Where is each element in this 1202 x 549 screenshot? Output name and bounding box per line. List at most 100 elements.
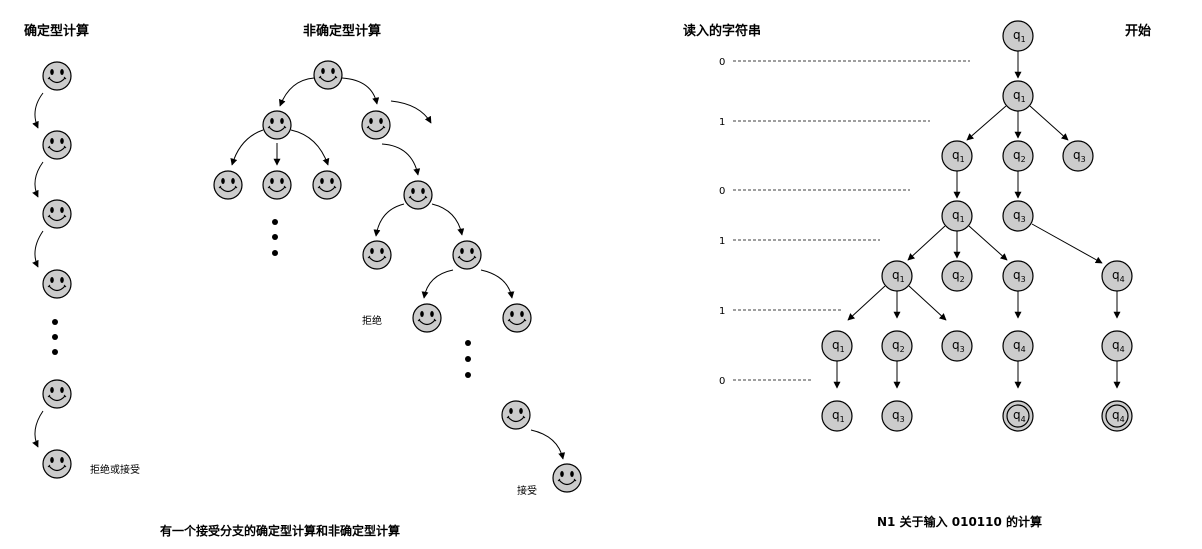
accept-ring bbox=[1105, 404, 1129, 428]
edge bbox=[381, 143, 421, 176]
state-circle bbox=[1002, 260, 1034, 292]
edge bbox=[907, 225, 946, 261]
caption-right: N1 关于输入 010110 的计算 bbox=[877, 514, 1042, 529]
smiley-face-icon bbox=[42, 199, 72, 229]
smiley-face-icon bbox=[42, 61, 72, 91]
ellipsis-dot bbox=[465, 356, 471, 362]
nondeterministic-tree bbox=[213, 60, 582, 493]
state-circle bbox=[1002, 80, 1034, 112]
caption-left: 有一个接受分支的确定型计算和非确定型计算 bbox=[160, 523, 400, 538]
state-circle bbox=[1062, 140, 1094, 172]
smiley-face-icon bbox=[403, 180, 433, 210]
state-subscript: 3 bbox=[1021, 215, 1026, 224]
state-node: q2 bbox=[1002, 140, 1034, 172]
state-subscript: 1 bbox=[960, 215, 965, 224]
input-symbol: 1 bbox=[719, 117, 725, 128]
edge bbox=[847, 285, 886, 321]
input-symbol: 0 bbox=[719, 376, 725, 387]
state-subscript: 1 bbox=[840, 345, 845, 354]
state-subscript: 4 bbox=[1120, 415, 1125, 424]
state-subscript: 1 bbox=[960, 155, 965, 164]
state-circle bbox=[821, 400, 853, 432]
edge bbox=[32, 230, 44, 268]
state-circle bbox=[881, 330, 913, 362]
edge bbox=[230, 129, 264, 166]
state-subscript: 4 bbox=[1021, 415, 1026, 424]
state-node: q3 bbox=[1002, 200, 1034, 232]
state-subscript: 4 bbox=[1120, 275, 1125, 284]
smiley-face-icon bbox=[262, 110, 292, 140]
ellipsis-dot bbox=[465, 340, 471, 346]
state-node: q2 bbox=[881, 330, 913, 362]
input-symbol: 0 bbox=[719, 186, 725, 197]
state-subscript: 2 bbox=[1021, 155, 1026, 164]
input-symbol: 1 bbox=[719, 306, 725, 317]
ellipsis-dot bbox=[465, 372, 471, 378]
state-node: q3 bbox=[881, 400, 913, 432]
smiley-face-icon bbox=[501, 400, 531, 430]
state-circle bbox=[1002, 140, 1034, 172]
edge bbox=[341, 77, 380, 105]
input-symbol: 0 bbox=[719, 57, 725, 68]
state-circle bbox=[1002, 330, 1034, 362]
input-levels: 0 1 0 1 1 0 bbox=[719, 57, 970, 387]
accept-ring bbox=[1006, 404, 1030, 428]
smiley-face-icon bbox=[313, 60, 343, 90]
state-circle bbox=[1002, 200, 1034, 232]
state-node: q3 bbox=[941, 330, 973, 362]
label-accept: 接受 bbox=[517, 484, 537, 497]
edge bbox=[421, 269, 454, 299]
state-circle bbox=[881, 400, 913, 432]
edge bbox=[32, 161, 44, 198]
state-circle bbox=[881, 260, 913, 292]
state-subscript: 1 bbox=[1021, 35, 1026, 44]
state-subscript: 3 bbox=[1021, 275, 1026, 284]
edge bbox=[390, 100, 432, 124]
input-symbol: 1 bbox=[719, 236, 725, 247]
accept-state-node: q4 bbox=[1101, 400, 1133, 432]
title-nondeterministic: 非确定型计算 bbox=[303, 23, 381, 39]
edge bbox=[431, 203, 465, 236]
state-circle bbox=[821, 330, 853, 362]
edge bbox=[32, 410, 44, 448]
edge bbox=[966, 105, 1007, 141]
state-subscript: 3 bbox=[1081, 155, 1086, 164]
smiley-face-icon bbox=[361, 110, 391, 140]
state-circle bbox=[941, 330, 973, 362]
title-start: 开始 bbox=[1125, 23, 1151, 39]
state-subscript: 2 bbox=[960, 275, 965, 284]
ellipsis-dot bbox=[272, 234, 278, 240]
label-reject: 拒绝 bbox=[362, 314, 382, 327]
smiley-face-icon bbox=[452, 240, 482, 270]
state-subscript: 3 bbox=[900, 415, 905, 424]
state-node: q4 bbox=[1002, 330, 1034, 362]
state-node: q1 bbox=[821, 400, 853, 432]
smiley-face-icon bbox=[312, 170, 342, 200]
edge bbox=[908, 285, 947, 321]
state-node: q1 bbox=[1002, 20, 1034, 52]
state-subscript: 3 bbox=[960, 345, 965, 354]
state-circle bbox=[1101, 330, 1133, 362]
ellipsis-dot bbox=[52, 349, 58, 355]
ellipsis-dot bbox=[52, 319, 58, 325]
state-circle bbox=[941, 200, 973, 232]
state-node: q4 bbox=[1101, 330, 1133, 362]
state-node: q4 bbox=[1101, 260, 1133, 292]
edge bbox=[530, 429, 566, 460]
accept-state-node: q4 bbox=[1002, 400, 1034, 432]
state-node: q1 bbox=[821, 330, 853, 362]
state-subscript: 1 bbox=[900, 275, 905, 284]
edge bbox=[278, 77, 315, 107]
smiley-face-icon bbox=[42, 130, 72, 160]
smiley-face-icon bbox=[42, 269, 72, 299]
state-node: q1 bbox=[941, 140, 973, 172]
state-circle bbox=[1101, 260, 1133, 292]
edge bbox=[32, 92, 44, 129]
label-reject-or-accept: 拒绝或接受 bbox=[90, 463, 140, 476]
state-node: q1 bbox=[881, 260, 913, 292]
edge bbox=[1029, 105, 1069, 141]
smiley-face-icon bbox=[262, 170, 292, 200]
state-circle bbox=[1002, 20, 1034, 52]
state-subscript: 2 bbox=[900, 345, 905, 354]
